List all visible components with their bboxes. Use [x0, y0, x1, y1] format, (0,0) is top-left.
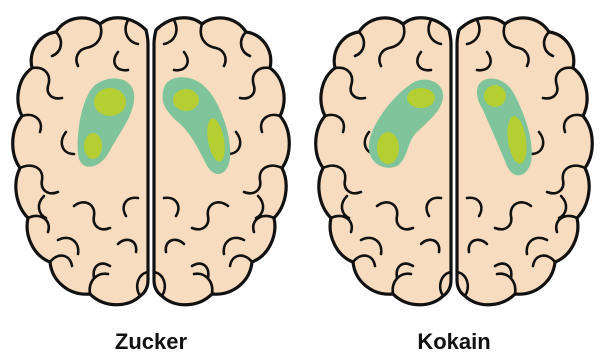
activation-core-right-upper	[173, 89, 199, 111]
activation-core-left-upper	[407, 88, 435, 108]
brain-top-view-diagram	[0, 0, 302, 320]
brain-top-view-diagram	[303, 0, 605, 320]
caption-cocaine: Kokain	[303, 329, 605, 355]
caption-sugar: Zucker	[0, 329, 302, 355]
activation-core-left-lower	[84, 133, 102, 159]
activation-core-left-lower	[377, 132, 399, 164]
activation-core-left-upper	[94, 88, 126, 116]
brain-panel-sugar: Zucker	[0, 0, 302, 359]
activation-core-right-upper	[484, 85, 506, 107]
brain-panel-cocaine: Kokain	[303, 0, 605, 359]
